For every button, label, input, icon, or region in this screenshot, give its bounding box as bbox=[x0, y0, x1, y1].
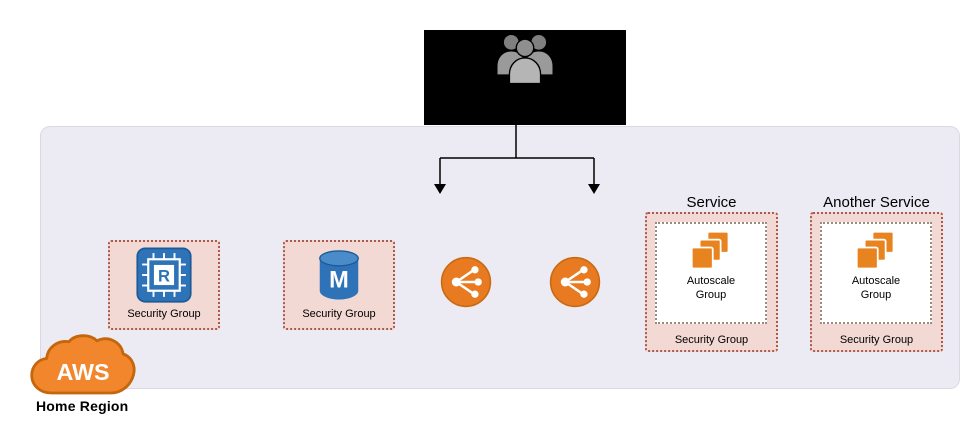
security-group-label: Security Group bbox=[127, 308, 201, 320]
service-security-group-box: Autoscale Group Security Group bbox=[645, 212, 778, 352]
database-icon-letter: M bbox=[329, 267, 349, 293]
aws-logo-text: AWS bbox=[56, 359, 109, 385]
load-balancer-icon bbox=[440, 256, 492, 308]
redis-cache-chip-icon: R bbox=[136, 247, 192, 303]
users-group-icon bbox=[497, 35, 553, 84]
service-title: Service bbox=[686, 194, 737, 211]
autoscale-group-label: Autoscale Group bbox=[851, 275, 901, 301]
mysql-database-icon: M bbox=[319, 250, 359, 300]
security-group-box-database: M Security Group bbox=[283, 240, 395, 330]
autoscale-group-box: Autoscale Group bbox=[820, 222, 932, 324]
autoscale-group-box: Autoscale Group bbox=[655, 222, 767, 324]
security-group-label: Security Group bbox=[839, 334, 914, 346]
load-balancer-icon bbox=[549, 256, 601, 308]
region-label: Home Region bbox=[36, 398, 129, 414]
autoscale-instances-icon bbox=[855, 230, 895, 270]
security-group-label: Security Group bbox=[302, 308, 376, 320]
autoscale-instances-icon bbox=[690, 230, 730, 270]
cache-icon-letter: R bbox=[158, 267, 170, 286]
service-security-group-box: Autoscale Group Security Group bbox=[810, 212, 943, 352]
security-group-label: Security Group bbox=[674, 334, 749, 346]
autoscale-group-label: Autoscale Group bbox=[686, 275, 736, 301]
security-group-box-cache: R Security Group bbox=[108, 240, 220, 330]
service-title: Another Service bbox=[823, 194, 930, 211]
users-panel bbox=[424, 30, 626, 125]
aws-cloud-logo: AWS bbox=[30, 334, 136, 395]
